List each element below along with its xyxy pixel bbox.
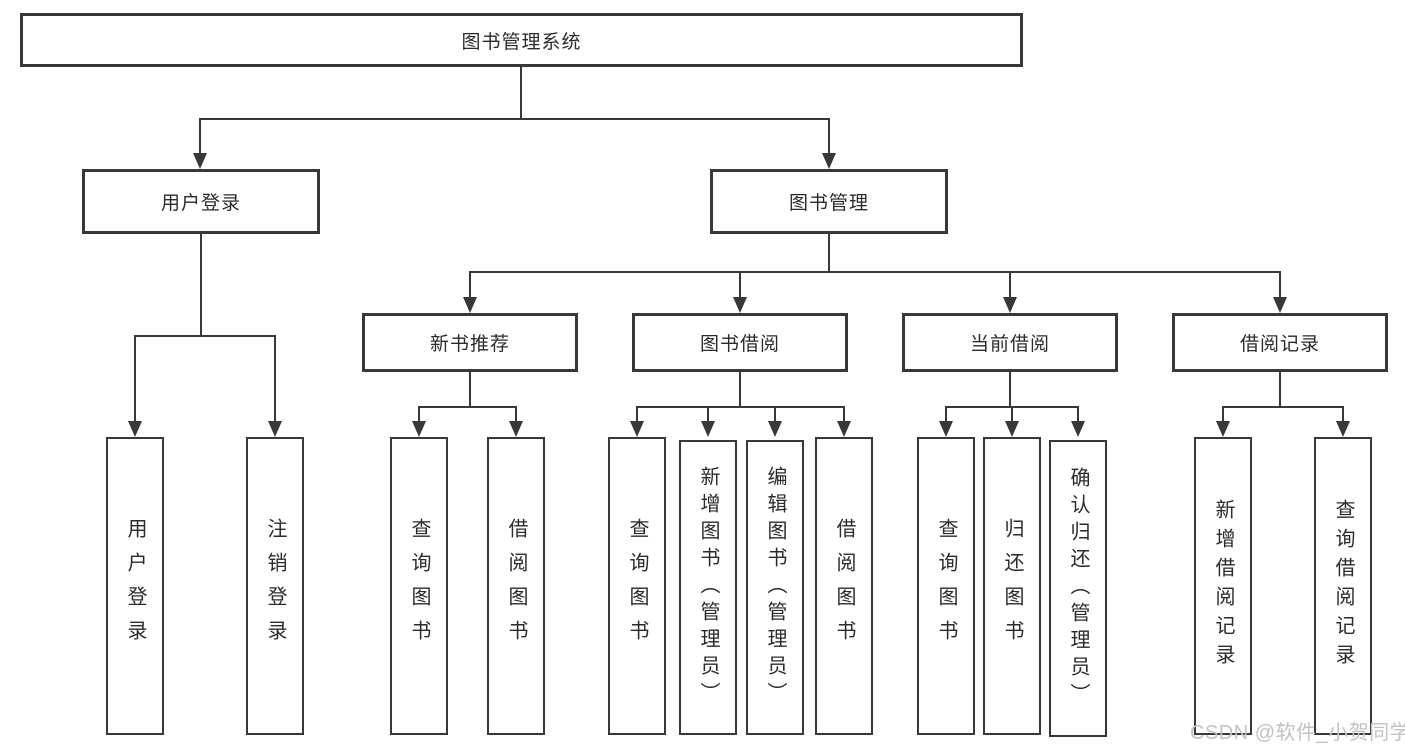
connector-line (199, 118, 201, 154)
connector-line (1279, 372, 1281, 406)
node-book-management: 图书管理 (710, 169, 948, 234)
leaf-confirm-return-admin: 确认归还（管理员） (1049, 440, 1107, 737)
node-label: 借阅图书 (833, 518, 855, 654)
node-label: 图书借阅 (699, 334, 780, 355)
connector-line (636, 408, 638, 422)
connector-line (418, 406, 517, 408)
connector-line (134, 337, 136, 422)
node-label: 查询图书 (626, 518, 648, 654)
node-label: 查询借阅记录 (1332, 499, 1354, 673)
connector-line (1009, 372, 1011, 406)
node-label: 用户登录 (160, 193, 241, 214)
leaf-borrow-books: 借阅图书 (815, 437, 873, 735)
leaf-query-books-recommend: 查询图书 (390, 437, 448, 735)
arrowhead-down-icon (701, 421, 715, 437)
connector-line (520, 67, 522, 118)
node-user-login: 用户登录 (82, 169, 320, 234)
node-label: 归还图书 (1001, 518, 1023, 654)
connector-line (274, 337, 276, 422)
connector-line (418, 408, 420, 422)
node-label: 图书管理 (788, 193, 869, 214)
arrowhead-down-icon (1273, 297, 1287, 313)
node-label: 当前借阅 (969, 334, 1050, 355)
node-label: 确认归还（管理员） (1067, 467, 1089, 710)
arrowhead-down-icon (193, 153, 207, 169)
connector-line (469, 372, 471, 406)
connector-line (828, 118, 830, 154)
connector-line (828, 234, 830, 271)
arrowhead-down-icon (822, 153, 836, 169)
leaf-logout: 注销登录 (246, 437, 304, 735)
connector-line (636, 406, 845, 408)
connector-line (469, 273, 471, 298)
connector-line (515, 408, 517, 422)
node-label: 新增借阅记录 (1212, 499, 1234, 673)
node-book-borrowing: 图书借阅 (632, 313, 848, 372)
leaf-add-books-admin: 新增图书（管理员） (679, 440, 737, 735)
arrowhead-down-icon (733, 297, 747, 313)
connector-line (1011, 408, 1013, 422)
node-label: 查询图书 (408, 518, 430, 654)
arrowhead-down-icon (1336, 421, 1350, 437)
connector-line (739, 273, 741, 298)
arrowhead-down-icon (630, 421, 644, 437)
connector-line (945, 408, 947, 422)
connector-line (200, 234, 202, 335)
arrowhead-down-icon (412, 421, 426, 437)
connector-line (199, 118, 830, 120)
connector-line (1009, 273, 1011, 298)
connector-line (1222, 408, 1224, 422)
node-label: 编辑图书（管理员） (764, 466, 786, 709)
arrowhead-down-icon (128, 421, 142, 437)
leaf-borrow-books-recommend: 借阅图书 (487, 437, 545, 735)
arrowhead-down-icon (1071, 421, 1085, 437)
node-label: 查询图书 (935, 518, 957, 654)
connector-line (945, 406, 1079, 408)
csdn-watermark: CSDN @软件_小贺同学 (1190, 722, 1405, 744)
arrowhead-down-icon (509, 421, 523, 437)
arrowhead-down-icon (939, 421, 953, 437)
leaf-query-borrowing-record: 查询借阅记录 (1314, 437, 1372, 735)
connector-line (1222, 406, 1344, 408)
arrowhead-down-icon (768, 421, 782, 437)
connector-line (1077, 408, 1079, 422)
node-label: 借阅记录 (1239, 334, 1320, 355)
node-label: 图书管理系统 (461, 31, 582, 53)
arrowhead-down-icon (837, 421, 851, 437)
connector-line (739, 372, 741, 406)
connector-line (1279, 273, 1281, 298)
arrowhead-down-icon (1216, 421, 1230, 437)
connector-line (707, 408, 709, 422)
arrowhead-down-icon (1003, 297, 1017, 313)
leaf-user-login: 用户登录 (106, 437, 164, 735)
leaf-return-books: 归还图书 (983, 437, 1041, 735)
node-library-management-system: 图书管理系统 (20, 13, 1023, 67)
connector-line (134, 335, 276, 337)
node-label: 新增图书（管理员） (697, 466, 719, 709)
node-label: 用户登录 (124, 518, 146, 654)
node-current-borrowing: 当前借阅 (902, 313, 1118, 372)
connector-line (843, 408, 845, 422)
connector-line (774, 408, 776, 422)
connector-line (1342, 408, 1344, 422)
node-label: 新书推荐 (429, 334, 510, 355)
node-label: 借阅图书 (505, 518, 527, 654)
arrowhead-down-icon (268, 421, 282, 437)
node-label: 注销登录 (264, 518, 286, 654)
node-borrowing-records: 借阅记录 (1172, 313, 1388, 372)
leaf-add-borrowing-record: 新增借阅记录 (1194, 437, 1252, 735)
arrowhead-down-icon (463, 297, 477, 313)
leaf-query-books-borrowing: 查询图书 (608, 437, 666, 735)
arrowhead-down-icon (1005, 421, 1019, 437)
leaf-query-books-current: 查询图书 (917, 437, 975, 735)
node-new-book-recommendation: 新书推荐 (362, 313, 578, 372)
connector-line (469, 271, 1281, 273)
leaf-edit-books-admin: 编辑图书（管理员） (746, 440, 804, 735)
